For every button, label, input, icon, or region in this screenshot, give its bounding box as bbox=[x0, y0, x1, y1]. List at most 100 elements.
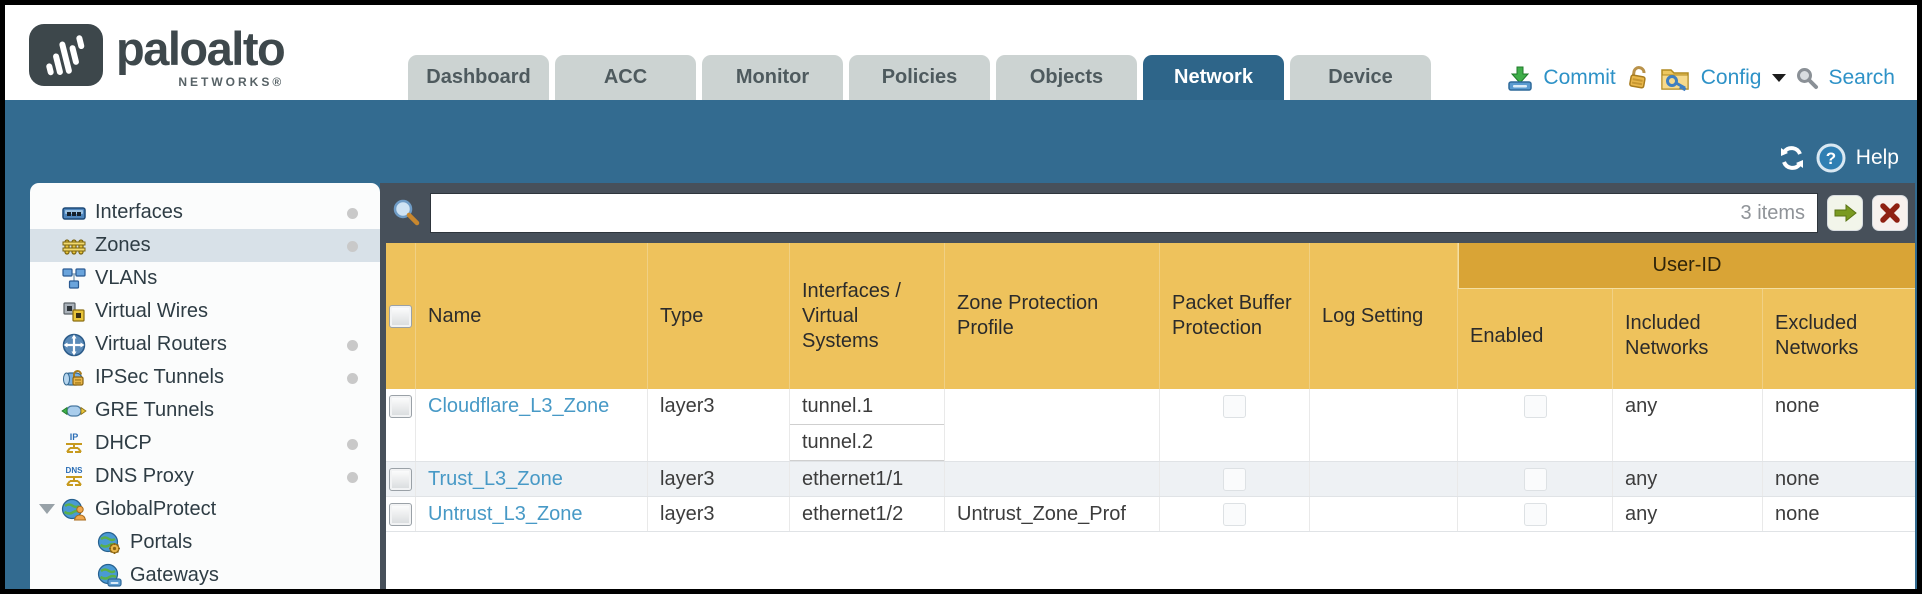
log-setting bbox=[1310, 389, 1458, 461]
sidebar-item-virtual-wires[interactable]: Virtual Wires bbox=[30, 295, 380, 328]
zone-name-link[interactable]: Trust_L3_Zone bbox=[428, 467, 563, 490]
clear-filter-button[interactable] bbox=[1872, 195, 1908, 231]
tab-monitor[interactable]: Monitor bbox=[702, 55, 843, 100]
sidebar-item-interfaces[interactable]: Interfaces bbox=[30, 196, 380, 229]
portals-icon bbox=[97, 531, 120, 554]
excluded-networks: none bbox=[1775, 467, 1820, 490]
tab-network[interactable]: Network bbox=[1143, 55, 1284, 100]
red-x-icon bbox=[1880, 203, 1900, 223]
included-networks: any bbox=[1613, 462, 1763, 496]
status-dot bbox=[347, 438, 358, 450]
config-caret-icon[interactable] bbox=[1772, 74, 1787, 82]
globalprotect-icon bbox=[61, 498, 87, 520]
col-header-type[interactable]: Type bbox=[648, 243, 790, 389]
refresh-icon[interactable] bbox=[1778, 144, 1806, 172]
tab-device[interactable]: Device bbox=[1290, 55, 1431, 100]
zone-type: layer3 bbox=[648, 389, 790, 461]
col-header-zone-protection-profile[interactable]: Zone Protection Profile bbox=[945, 243, 1160, 389]
packet-buffer-protection-checkbox[interactable] bbox=[1223, 467, 1246, 491]
zone-name-link[interactable]: Cloudflare_L3_Zone bbox=[428, 395, 610, 417]
apply-filter-button[interactable] bbox=[1827, 195, 1863, 231]
packet-buffer-protection-checkbox[interactable] bbox=[1223, 395, 1246, 418]
col-header-excluded-networks[interactable]: Excluded Networks bbox=[1775, 312, 1859, 359]
sidebar-item-zones[interactable]: Zones bbox=[30, 229, 380, 262]
included-networks: any bbox=[1613, 389, 1763, 461]
status-dot bbox=[347, 240, 358, 252]
row-checkbox[interactable] bbox=[389, 467, 412, 491]
ipsec-tunnels-icon bbox=[63, 369, 84, 386]
filter-magnifier-icon[interactable] bbox=[391, 198, 421, 228]
svg-text:?: ? bbox=[1826, 149, 1836, 168]
tab-acc[interactable]: ACC bbox=[555, 55, 696, 100]
sidebar-item-virtual-routers[interactable]: Virtual Routers bbox=[30, 328, 380, 361]
logo-wordmark: paloalto bbox=[116, 22, 286, 75]
virtual-routers-icon bbox=[62, 333, 86, 356]
logo-networks-text: NETWORKS® bbox=[178, 75, 285, 89]
help-button[interactable]: Help bbox=[1855, 146, 1899, 169]
table-row: Untrust_L3_Zone layer3 ethernet1/2 Untru… bbox=[386, 497, 1915, 532]
excluded-networks: none bbox=[1775, 502, 1820, 525]
zone-protection-profile bbox=[945, 462, 1160, 496]
vlans-icon bbox=[62, 267, 86, 289]
sidebar-item-gre-tunnels[interactable]: GRE Tunnels bbox=[30, 394, 380, 427]
search-button[interactable]: Search bbox=[1828, 66, 1895, 89]
col-header-log-setting[interactable]: Log Setting bbox=[1310, 243, 1458, 389]
green-arrow-icon bbox=[1834, 203, 1857, 223]
virtual-wires-icon bbox=[63, 301, 85, 322]
help-icon[interactable]: ? bbox=[1816, 143, 1846, 173]
filter-input-box: 3 items bbox=[430, 193, 1818, 233]
col-header-name[interactable]: Name bbox=[416, 243, 648, 389]
sidebar-item-vlans[interactable]: VLANs bbox=[30, 262, 380, 295]
svg-text:IP: IP bbox=[70, 432, 79, 442]
sidebar-item-portals[interactable]: Portals bbox=[30, 526, 380, 559]
row-checkbox[interactable] bbox=[389, 395, 412, 418]
col-header-enabled[interactable]: Enabled bbox=[1458, 243, 1613, 389]
tab-objects[interactable]: Objects bbox=[996, 55, 1137, 100]
paloalto-logo-icon bbox=[29, 24, 103, 86]
col-header-included-networks[interactable]: Included Networks bbox=[1613, 243, 1763, 389]
gateways-icon bbox=[97, 563, 122, 587]
zone-type: layer3 bbox=[648, 462, 790, 496]
zones-content-area: 3 items User-ID Name Type Interfaces / V… bbox=[380, 183, 1915, 589]
main-nav-tabs: Dashboard ACC Monitor Policies Objects N… bbox=[408, 55, 1431, 100]
interface-entry: tunnel.1 bbox=[790, 389, 944, 425]
row-checkbox[interactable] bbox=[389, 502, 412, 526]
collapse-triangle-icon[interactable] bbox=[39, 504, 55, 514]
col-header-interfaces[interactable]: Interfaces / Virtual Systems bbox=[790, 243, 945, 389]
band-actions: ? Help bbox=[1778, 143, 1899, 173]
app-surface: paloalto NETWORKS® Dashboard ACC Monitor… bbox=[5, 5, 1917, 589]
svg-text:DNS: DNS bbox=[66, 466, 84, 475]
sidebar-item-gateways[interactable]: Gateways bbox=[30, 559, 380, 589]
zones-icon bbox=[62, 238, 86, 255]
zone-name-link[interactable]: Untrust_L3_Zone bbox=[428, 502, 583, 525]
commit-button[interactable]: Commit bbox=[1543, 66, 1616, 89]
packet-buffer-protection-checkbox[interactable] bbox=[1223, 502, 1246, 526]
tab-policies[interactable]: Policies bbox=[849, 55, 990, 100]
user-id-enabled-checkbox[interactable] bbox=[1523, 502, 1547, 526]
config-icon[interactable] bbox=[1660, 64, 1692, 92]
user-id-group-header: User-ID bbox=[1458, 243, 1915, 289]
tab-dashboard[interactable]: Dashboard bbox=[408, 55, 549, 100]
filter-input[interactable] bbox=[443, 201, 1741, 225]
col-header-packet-buffer-protection[interactable]: Packet Buffer Protection bbox=[1160, 243, 1310, 389]
status-dot bbox=[347, 207, 358, 219]
zone-protection-profile bbox=[945, 389, 1160, 461]
sidebar-item-dhcp[interactable]: IP DHCP bbox=[30, 427, 380, 460]
zone-interfaces: ethernet1/2 bbox=[790, 497, 945, 531]
sidebar-item-globalprotect[interactable]: GlobalProtect bbox=[30, 493, 380, 526]
table-row: Cloudflare_L3_Zone layer3 tunnel.1 tunne… bbox=[386, 389, 1915, 462]
zone-type: layer3 bbox=[648, 497, 790, 531]
zone-interfaces: ethernet1/1 bbox=[790, 462, 945, 496]
commit-icon[interactable] bbox=[1506, 65, 1534, 92]
top-header: paloalto NETWORKS® Dashboard ACC Monitor… bbox=[5, 5, 1917, 100]
select-all-checkbox[interactable] bbox=[389, 304, 412, 328]
sidebar-item-ipsec-tunnels[interactable]: IPSec Tunnels bbox=[30, 361, 380, 394]
user-id-enabled-checkbox[interactable] bbox=[1523, 467, 1547, 491]
user-id-enabled-checkbox[interactable] bbox=[1523, 395, 1547, 418]
config-menu[interactable]: Config bbox=[1700, 66, 1762, 89]
sidebar-item-dns-proxy[interactable]: DNS DNS Proxy bbox=[30, 460, 380, 493]
gre-tunnels-icon bbox=[61, 404, 87, 417]
lock-icon[interactable] bbox=[1625, 64, 1651, 92]
search-icon[interactable] bbox=[1795, 66, 1819, 90]
status-dot bbox=[347, 471, 358, 483]
